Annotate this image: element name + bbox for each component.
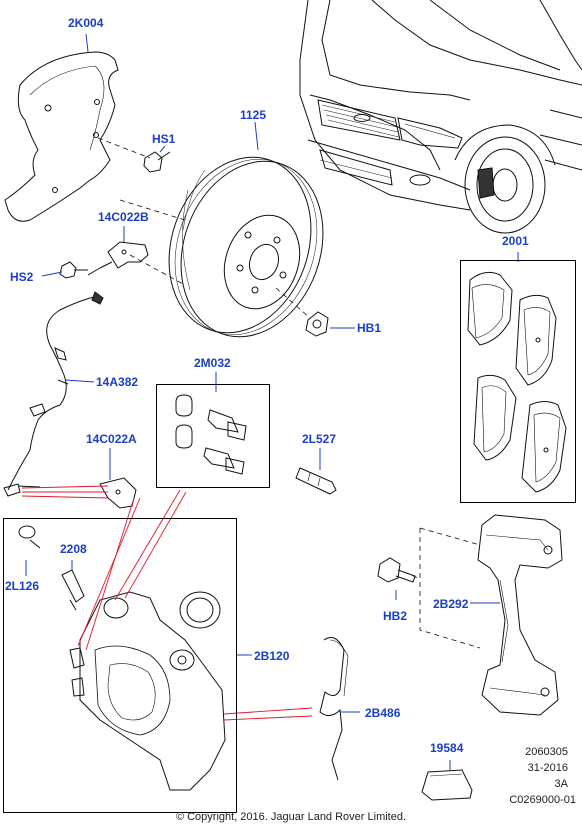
bracket-14c022a bbox=[99, 477, 137, 509]
caliper-carrier bbox=[477, 514, 563, 716]
label-2m032: 2M032 bbox=[194, 356, 231, 370]
leader-lines bbox=[25, 33, 519, 770]
guide-pin bbox=[295, 467, 337, 495]
label-14c022a: 14C022A bbox=[86, 432, 137, 446]
hs2-screw bbox=[59, 261, 88, 279]
label-19584: 19584 bbox=[430, 741, 464, 755]
brake-pads bbox=[467, 271, 567, 493]
reference-date: 31-2016 bbox=[527, 762, 568, 774]
label-14c022b: 14C022B bbox=[98, 210, 149, 224]
vehicle-illustration bbox=[299, 0, 582, 234]
label-2208: 2208 bbox=[60, 542, 87, 556]
label-2b486: 2B486 bbox=[365, 706, 401, 720]
label-2001: 2001 bbox=[502, 234, 529, 248]
label-2l126: 2L126 bbox=[5, 579, 40, 593]
label-hb1: HB1 bbox=[357, 321, 382, 335]
reference-code: C0269000-01 bbox=[509, 794, 576, 806]
label-2b120: 2B120 bbox=[254, 649, 290, 663]
label-1125: 1125 bbox=[240, 108, 267, 122]
axis-lines bbox=[97, 137, 481, 649]
label-2b292: 2B292 bbox=[433, 597, 469, 611]
copyright-notice: © Copyright, 2016. Jaguar Land Rover Lim… bbox=[175, 811, 407, 823]
brake-caliper bbox=[18, 525, 226, 791]
hb2-bolt bbox=[377, 557, 416, 583]
reference-number: 2060305 bbox=[525, 746, 568, 758]
guide-pin-kit bbox=[175, 394, 247, 475]
hs1-bolt bbox=[143, 151, 171, 173]
reference-revision: 3A bbox=[554, 778, 568, 790]
pads-box bbox=[460, 260, 576, 503]
label-hb2: HB2 bbox=[383, 609, 408, 623]
anti-rattle-spring bbox=[319, 637, 349, 781]
sensor-wire bbox=[3, 291, 104, 497]
caliper-box bbox=[3, 518, 237, 813]
label-hs1: HS1 bbox=[152, 132, 176, 146]
label-2k004: 2K004 bbox=[68, 16, 104, 30]
grease-sachet bbox=[421, 769, 473, 801]
brake-disc bbox=[168, 156, 324, 338]
splash-shield bbox=[4, 51, 119, 222]
hb1-bolt bbox=[305, 311, 329, 337]
kit-box bbox=[156, 384, 270, 488]
callout-lines bbox=[21, 485, 313, 721]
bracket-14c022b bbox=[87, 241, 149, 276]
label-hs2: HS2 bbox=[10, 270, 34, 284]
label-2l527: 2L527 bbox=[302, 432, 337, 446]
label-14a382: 14A382 bbox=[96, 375, 139, 389]
